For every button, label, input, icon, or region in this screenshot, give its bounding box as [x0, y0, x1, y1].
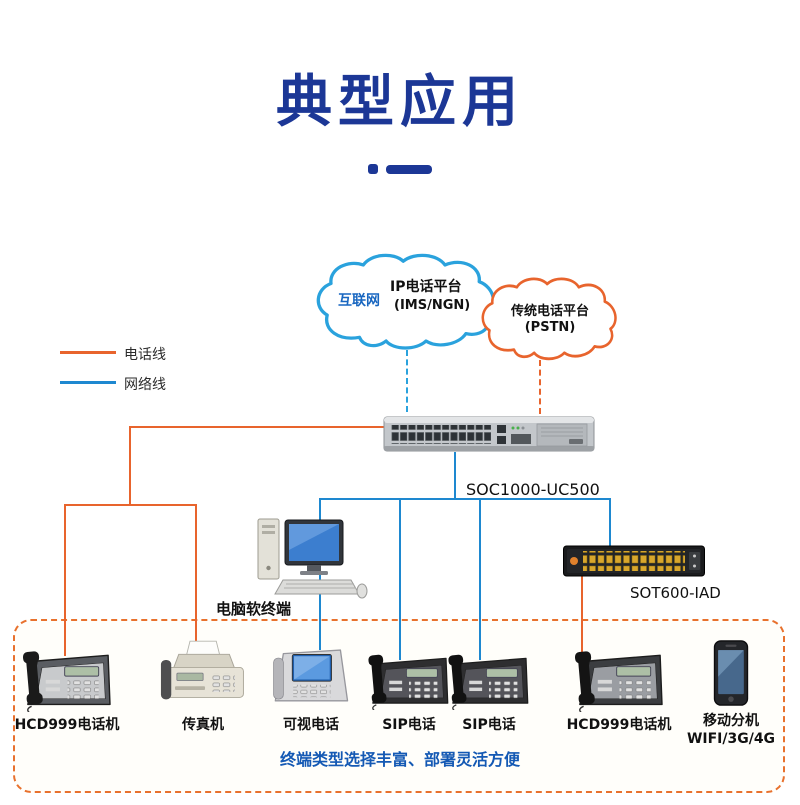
legend-network-line-label: 网络线 — [124, 377, 166, 393]
pstn-platform-label: 传统电话平台 — [510, 304, 589, 319]
page-title: 典型应用 — [276, 70, 524, 135]
soc1000-switch — [383, 410, 595, 454]
phone-line-iad-to-hcd999-2 — [581, 576, 583, 656]
sot600-iad — [563, 544, 705, 578]
phone-line-to-fax — [195, 504, 197, 654]
terminal-sip-2: SIP电话 — [436, 638, 542, 750]
terminal-label: SIP电话 — [382, 717, 436, 733]
pstn-platform-detail: (PSTN) — [524, 320, 576, 335]
network-line-switch-down — [454, 452, 456, 500]
terminal-fax: 传真机 — [148, 638, 258, 750]
fax-icon — [160, 638, 250, 710]
terminal-label-line2: WIFI/3G/4G — [686, 731, 776, 748]
switch-label: SOC1000-UC500 — [466, 480, 600, 499]
terminal-hcd999-2: HCD999电话机 — [559, 638, 679, 750]
terminal-sip-1: SIP电话 — [356, 638, 462, 750]
network-line-to-sip-2 — [479, 498, 481, 660]
terminal-label: 可视电话 — [283, 717, 339, 733]
network-line-to-iad — [609, 498, 611, 546]
ip-platform-label: IP电话平台 — [390, 279, 462, 295]
legend-phone-line-label: 电话线 — [124, 347, 166, 363]
softphone-label: 电脑软终端 — [216, 600, 292, 618]
legend-phone-line-swatch — [60, 351, 116, 354]
terminal-zone-caption: 终端类型选择丰富、部署灵活方便 — [279, 750, 520, 769]
network-line-bus — [319, 498, 611, 500]
sip-phone-icon — [446, 648, 532, 710]
iad-label: SOT600-IAD — [630, 584, 721, 602]
phone-line-to-hcd999-1 — [64, 504, 66, 656]
phone-line-branch — [64, 504, 197, 506]
terminal-label: 传真机 — [182, 717, 224, 733]
softphone-computer — [256, 516, 368, 600]
dashed-link-internet-cloud — [406, 350, 408, 412]
terminal-label: HCD999电话机 — [14, 717, 120, 733]
legend-network-line-swatch — [60, 381, 116, 384]
terminal-hcd999-1: HCD999电话机 — [7, 638, 127, 750]
title-underline-decoration — [0, 164, 800, 174]
iad-icon — [563, 544, 705, 578]
ip-platform-detail: (IMS/NGN) — [394, 298, 471, 313]
title-deco-dot — [368, 164, 378, 174]
terminal-label: SIP电话 — [462, 717, 516, 733]
desk-phone-icon — [20, 644, 115, 712]
phone-line-left-drop — [129, 426, 131, 506]
network-line-to-sip-1 — [399, 498, 401, 660]
mobile-phone-icon — [712, 640, 750, 706]
terminal-label-line1: 移动分机 — [703, 713, 759, 729]
internet-cloud: 互联网 IP电话平台 (IMS/NGN) — [312, 252, 502, 354]
computer-icon — [256, 516, 368, 600]
terminal-mobile: 移动分机 WIFI/3G/4G — [686, 638, 776, 750]
desk-phone-icon — [572, 644, 667, 712]
video-phone-icon — [270, 640, 352, 710]
title-deco-bar — [386, 164, 432, 174]
phone-line-switch-to-left — [129, 426, 385, 428]
pstn-cloud: 传统电话平台 (PSTN) — [478, 276, 622, 364]
dashed-link-pstn-cloud — [539, 360, 541, 414]
terminal-label: 移动分机 WIFI/3G/4G — [686, 712, 776, 748]
internet-label: 互联网 — [338, 293, 380, 309]
terminal-label: HCD999电话机 — [566, 717, 672, 733]
switch-icon — [383, 410, 595, 454]
terminal-video-phone: 可视电话 — [258, 638, 364, 750]
